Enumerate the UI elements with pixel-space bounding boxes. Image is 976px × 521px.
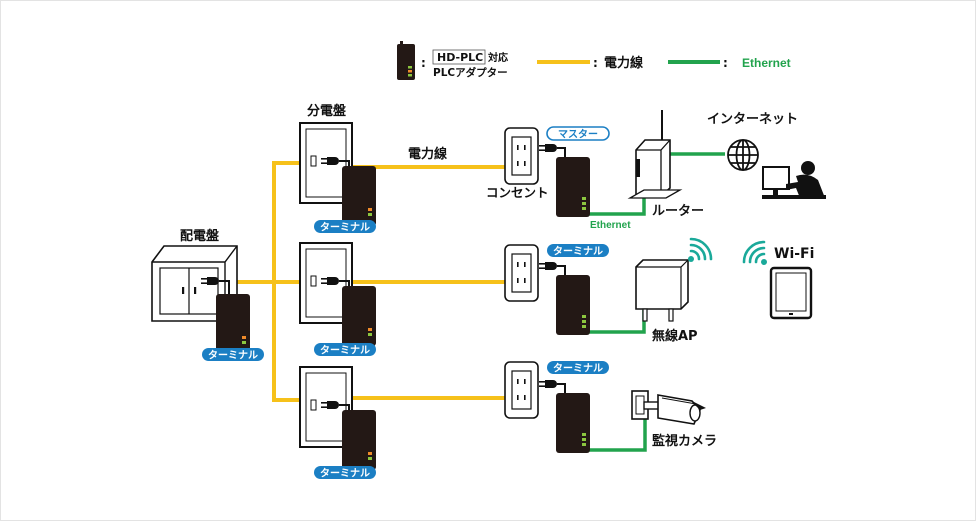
outlet-terminal-ap: ターミナル xyxy=(504,244,609,335)
master-adapter xyxy=(556,157,590,217)
legend-hdplc-badge: HD-PLC xyxy=(437,51,483,64)
sub-panel-1-adapter xyxy=(342,166,376,226)
ap-wifi-signal-icon xyxy=(688,237,713,262)
ap-terminal-badge: ターミナル xyxy=(547,244,609,258)
legend-hdplc-box xyxy=(432,49,486,65)
master-badge: マスター xyxy=(546,126,610,141)
router-icon xyxy=(627,110,683,199)
wifi-label: Wi-Fi xyxy=(774,246,814,262)
sub-panel-2-badge: ターミナル xyxy=(314,343,376,357)
sub-panel-3-badge: ターミナル xyxy=(314,466,376,480)
sub-panel-2: ターミナル xyxy=(299,242,376,357)
camera-terminal-badge: ターミナル xyxy=(547,361,609,375)
main-panel-adapter xyxy=(216,294,250,354)
legend-adapter-icon xyxy=(397,41,415,80)
legend-power-line-label: 電力線 xyxy=(604,55,644,71)
ap-terminal-adapter xyxy=(556,275,590,335)
sub-panel-label: 分電盤 xyxy=(307,103,347,119)
sub-panel-3: ターミナル xyxy=(299,366,376,480)
sub-panel-3-adapter xyxy=(342,410,376,470)
outlet-label: コンセント xyxy=(486,185,549,200)
internet-label: インターネット xyxy=(707,112,798,127)
wifi-signal-icon xyxy=(742,240,767,265)
svg-text:マスター: マスター xyxy=(558,129,598,141)
main-panel-badge: ターミナル xyxy=(202,348,264,362)
security-camera-icon xyxy=(631,390,706,425)
svg-text:ターミナル: ターミナル xyxy=(320,222,370,234)
outlet-terminal-camera: ターミナル xyxy=(504,361,609,453)
svg-text:ターミナル: ターミナル xyxy=(320,468,370,480)
camera-label: 監視カメラ xyxy=(652,433,717,449)
sub-panel-2-adapter xyxy=(342,286,376,346)
svg-text:ターミナル: ターミナル xyxy=(553,246,603,258)
outlet-1-plug-icon xyxy=(539,144,557,152)
main-panel-label: 配電盤 xyxy=(180,228,220,244)
legend-sep-2: : xyxy=(593,56,598,70)
router-label: ルーター xyxy=(652,204,704,219)
legend-hdplc-suffix: 対応 xyxy=(487,51,508,64)
legend-sep-1: : xyxy=(421,56,426,70)
outlet-2-plug-icon xyxy=(539,262,557,270)
legend-adapter-label: PLCアダプター xyxy=(433,66,508,79)
legend-ethernet-label: Ethernet xyxy=(742,56,791,70)
outlet-3-plug-icon xyxy=(539,380,557,388)
ethernet-caption: Ethernet xyxy=(590,220,631,231)
sub-panel-1-badge: ターミナル xyxy=(314,220,376,234)
svg-text:ターミナル: ターミナル xyxy=(553,363,603,375)
power-lines xyxy=(234,161,505,402)
wireless-ap-icon xyxy=(635,259,689,322)
globe-icon xyxy=(727,139,759,171)
wireless-ap-label: 無線AP xyxy=(652,328,698,344)
svg-text:ターミナル: ターミナル xyxy=(208,350,258,362)
svg-text:ターミナル: ターミナル xyxy=(320,345,370,357)
main-distribution-panel: 配電盤 ターミナル xyxy=(151,228,264,362)
legend: : HD-PLC 対応 PLCアダプター : 電力線 : Ethernet xyxy=(397,41,791,80)
user-at-computer-icon xyxy=(762,161,826,199)
sub-panel-1: 分電盤 ターミナル xyxy=(299,103,376,234)
outlet-master: コンセント マスター xyxy=(486,126,610,217)
tablet-icon xyxy=(769,266,813,320)
legend-sep-3: : xyxy=(723,56,728,70)
power-line-caption: 電力線 xyxy=(408,146,448,162)
camera-terminal-adapter xyxy=(556,393,590,453)
